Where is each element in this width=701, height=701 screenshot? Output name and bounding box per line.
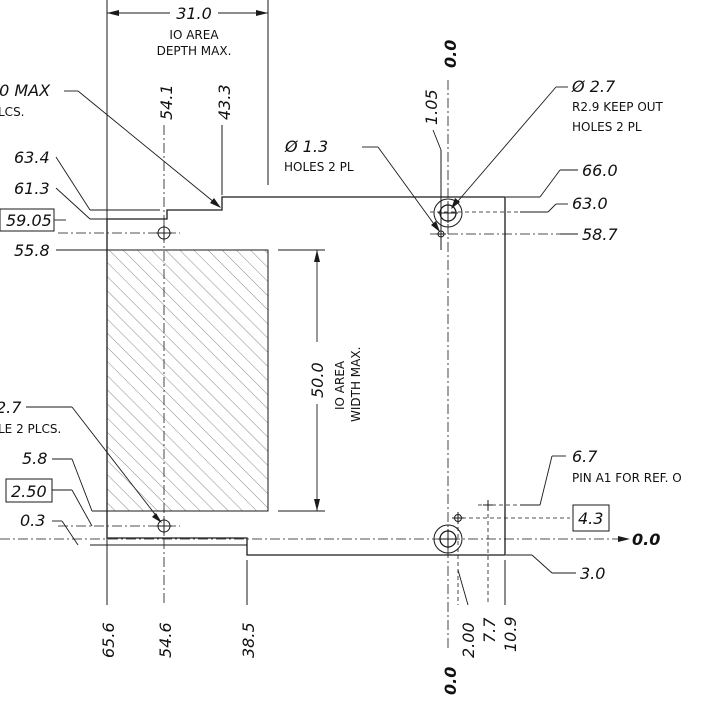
dim-label-558: 55.8 — [14, 241, 50, 260]
callout-holes-2pl-small: HOLES 2 PL — [284, 160, 354, 174]
leader-613 — [55, 187, 91, 220]
dim-label-right-zero: 0.0 — [632, 530, 660, 549]
leader-30 — [506, 554, 576, 574]
note-io-area-top: IO AREA — [169, 28, 219, 42]
leader-left-27 — [26, 406, 162, 523]
dim-label-top-zero: 0.0 — [441, 40, 460, 68]
pin-small-ref — [452, 512, 464, 524]
leader-58-diag — [71, 458, 93, 512]
label-27-partial: 2.7 — [0, 398, 22, 417]
label-lcs-partial: LCS. — [0, 105, 25, 119]
leader-03-diag — [61, 520, 79, 546]
hole-left-bottom — [156, 518, 172, 534]
dim-label-250: 2.50 — [11, 482, 47, 501]
dim-label-200: 2.00 — [459, 622, 478, 658]
dim-label-105: 1.05 — [422, 89, 441, 125]
io-area-hatched — [106, 249, 269, 512]
callout-dia-27: Ø 2.7 — [571, 77, 616, 96]
dim-label-bottom-zero: 0.0 — [441, 667, 460, 695]
dim-label-587: 58.7 — [582, 225, 618, 244]
dim-label-io-height: 50.0 — [308, 362, 327, 398]
label-holes-partial: LE 2 PLCS. — [0, 422, 61, 436]
callout-holes-2pl: HOLES 2 PL — [572, 120, 642, 134]
dim-label-546: 54.6 — [156, 622, 175, 658]
leader-660 — [506, 169, 578, 198]
leader-67 — [520, 455, 566, 506]
dim-label-613: 61.3 — [14, 179, 50, 198]
dim-label-77: 7.7 — [480, 617, 499, 643]
pin-small-top — [436, 230, 446, 238]
dim-label-630: 63.0 — [572, 194, 608, 213]
dim-label-03: 0.3 — [20, 511, 45, 530]
callout-dia-13: Ø 1.3 — [284, 137, 328, 156]
dim-label-58: 5.8 — [22, 449, 47, 468]
leader-630 — [520, 203, 568, 213]
dim-label-433: 43.3 — [215, 84, 234, 120]
leader-max — [64, 90, 221, 208]
dim-label-30: 3.0 — [580, 564, 605, 583]
dim-label-634: 63.4 — [14, 148, 50, 167]
leader-dia-27 — [451, 86, 568, 209]
dim-top-width — [107, 3, 268, 21]
dim-label-5905: 59.05 — [6, 211, 52, 230]
note-depth-max: DEPTH MAX. — [157, 44, 232, 58]
dim-label-385: 38.5 — [239, 622, 258, 658]
board-outline — [106, 196, 506, 556]
dim-label-67: 6.7 — [572, 447, 598, 466]
hole-top-right — [433, 198, 463, 228]
arrow-right-zero — [618, 536, 630, 542]
dim-label-660: 66.0 — [582, 161, 618, 180]
dim-label-656: 65.6 — [99, 622, 118, 658]
note-io-area-side: IO AREA — [333, 360, 347, 410]
dim-label-top-width: 31.0 — [176, 4, 212, 23]
box-250 — [5, 478, 53, 503]
dim-label-109: 10.9 — [501, 616, 520, 652]
note-pin-a1: PIN A1 FOR REF. O — [572, 471, 682, 485]
leader-105 — [432, 129, 442, 151]
dim-io-height — [306, 250, 328, 511]
leader-dia-13 — [362, 146, 440, 232]
dim-label-541: 54.1 — [157, 84, 176, 120]
hole-left-top — [156, 225, 172, 241]
callout-keep-out: R2.9 KEEP OUT — [572, 100, 664, 114]
leader-250-diag — [71, 489, 93, 527]
hole-bottom-right — [433, 524, 463, 554]
note-width-max: WIDTH MAX. — [349, 347, 363, 422]
leader-200 — [457, 569, 469, 606]
leader-634 — [55, 156, 91, 211]
dim-label-43: 4.3 — [578, 509, 603, 528]
pin-cross — [483, 500, 493, 510]
label-max-partial: .0 MAX — [0, 81, 51, 100]
box-43 — [572, 504, 610, 532]
